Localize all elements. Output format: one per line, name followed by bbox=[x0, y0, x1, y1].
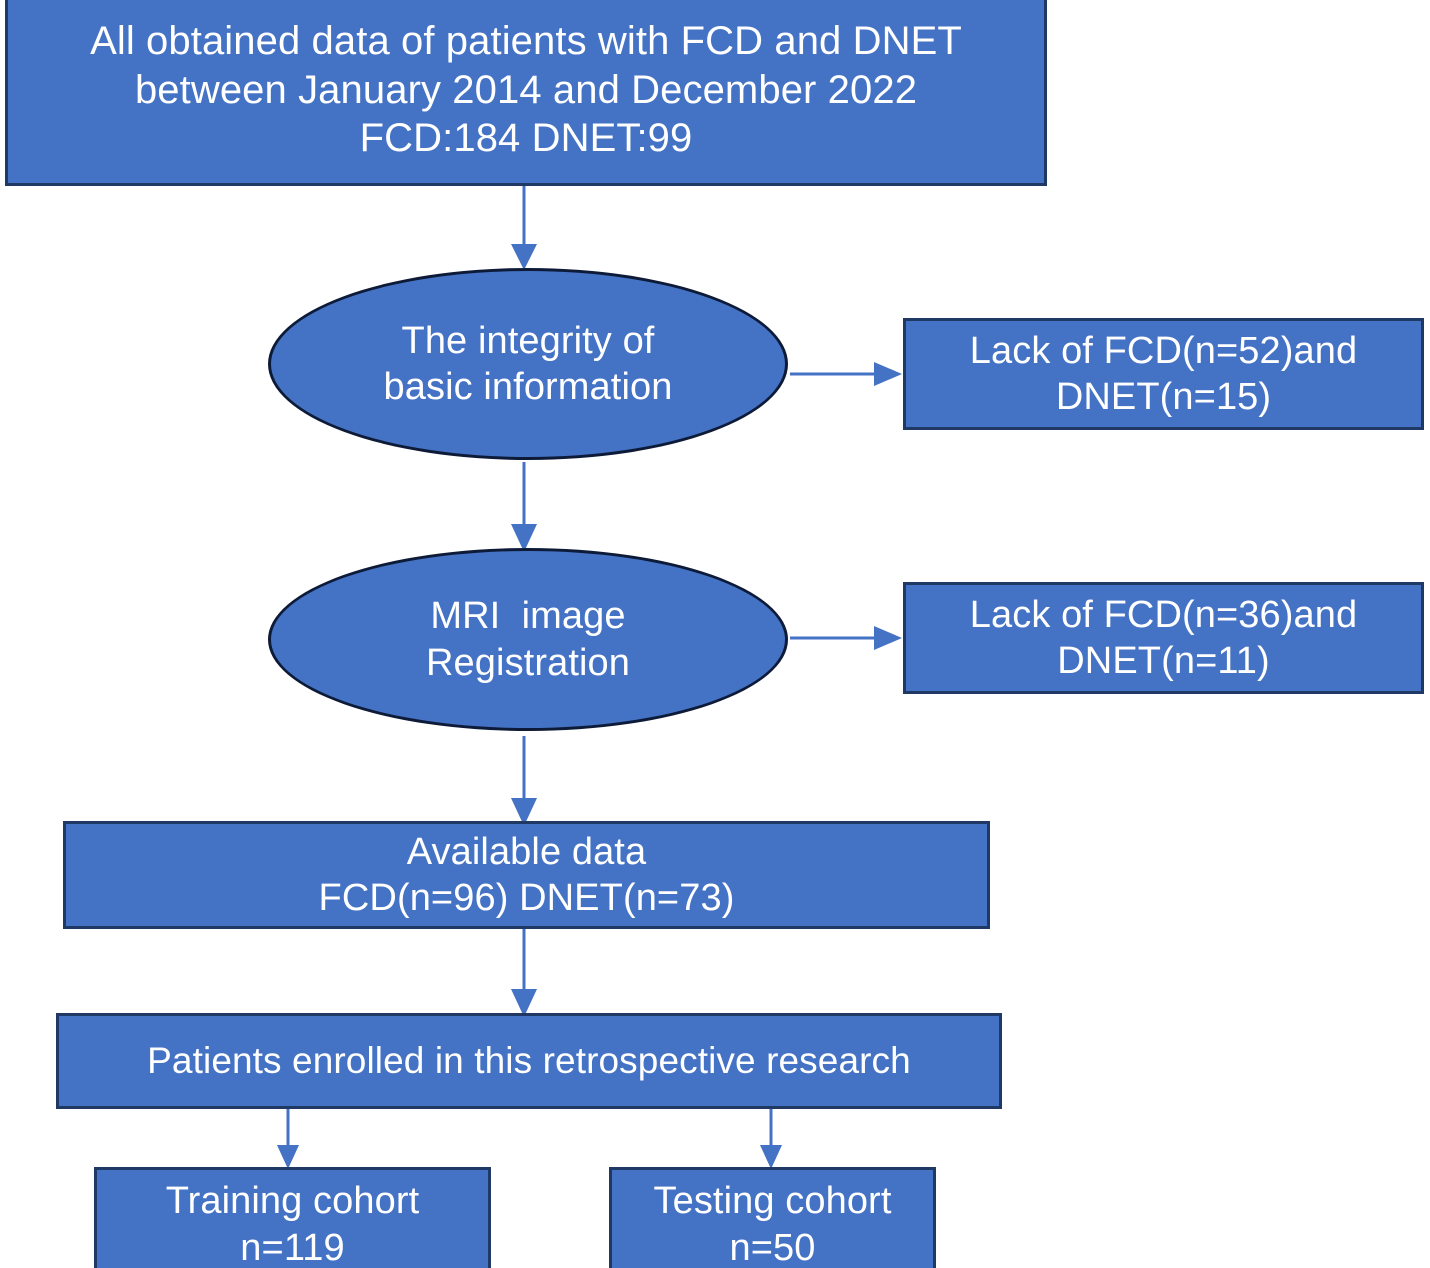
node-source-line-1: All obtained data of patients with FCD a… bbox=[90, 18, 962, 63]
node-mri-line-2: Registration bbox=[426, 641, 630, 684]
node-exclusion-1-line-2: DNET(n=15) bbox=[1055, 376, 1272, 418]
node-testing-line-2: n=50 bbox=[729, 1226, 816, 1268]
node-available-line-1: Available data bbox=[406, 830, 647, 873]
node-source-line-3: FCD:184 DNET:99 bbox=[359, 116, 693, 161]
node-exclusion-2-line-1: Lack of FCD(n=36)and bbox=[969, 593, 1358, 636]
node-training-line-1: Training cohort bbox=[165, 1180, 420, 1223]
arrow-enrolled-to-testing bbox=[760, 1109, 782, 1169]
node-testing-line-1: Testing cohort bbox=[653, 1180, 892, 1223]
node-patients-enrolled[interactable]: Patients enrolled in this retrospective … bbox=[56, 1013, 1002, 1109]
node-integrity-line-2: basic information bbox=[383, 366, 673, 408]
arrow-available-to-enrolled bbox=[511, 929, 537, 1017]
node-exclusion-1[interactable]: Lack of FCD(n=52)and DNET(n=15) bbox=[903, 318, 1424, 430]
node-exclusion-2-line-2: DNET(n=11) bbox=[1057, 640, 1270, 682]
node-mri-line-1: MRI image bbox=[430, 595, 626, 638]
arrow-mri-to-exclusion-2 bbox=[790, 626, 902, 650]
node-testing-cohort[interactable]: Testing cohort n=50 bbox=[609, 1167, 936, 1268]
node-source-line-2: between January 2014 and December 2022 bbox=[134, 67, 918, 112]
node-available-line-2: FCD(n=96) DNET(n=73) bbox=[318, 877, 735, 919]
node-training-cohort[interactable]: Training cohort n=119 bbox=[94, 1167, 491, 1268]
node-available-data[interactable]: Available data FCD(n=96) DNET(n=73) bbox=[63, 821, 990, 929]
node-integrity-check[interactable]: The integrity of basic information bbox=[268, 268, 788, 460]
arrow-source-to-integrity bbox=[511, 186, 537, 270]
arrow-enrolled-to-training bbox=[277, 1109, 299, 1169]
arrow-integrity-to-mri bbox=[511, 462, 537, 552]
node-mri-registration[interactable]: MRI image Registration bbox=[268, 548, 788, 731]
arrow-integrity-to-exclusion-1 bbox=[790, 362, 902, 386]
node-enrolled-line-1: Patients enrolled in this retrospective … bbox=[147, 1040, 911, 1082]
node-training-line-2: n=119 bbox=[240, 1226, 345, 1268]
node-exclusion-1-line-1: Lack of FCD(n=52)and bbox=[969, 329, 1358, 372]
arrow-mri-to-available bbox=[511, 736, 537, 826]
node-source-cohort[interactable]: All obtained data of patients with FCD a… bbox=[5, 0, 1047, 186]
node-exclusion-2[interactable]: Lack of FCD(n=36)and DNET(n=11) bbox=[903, 582, 1424, 694]
node-integrity-line-1: The integrity of bbox=[401, 319, 655, 362]
